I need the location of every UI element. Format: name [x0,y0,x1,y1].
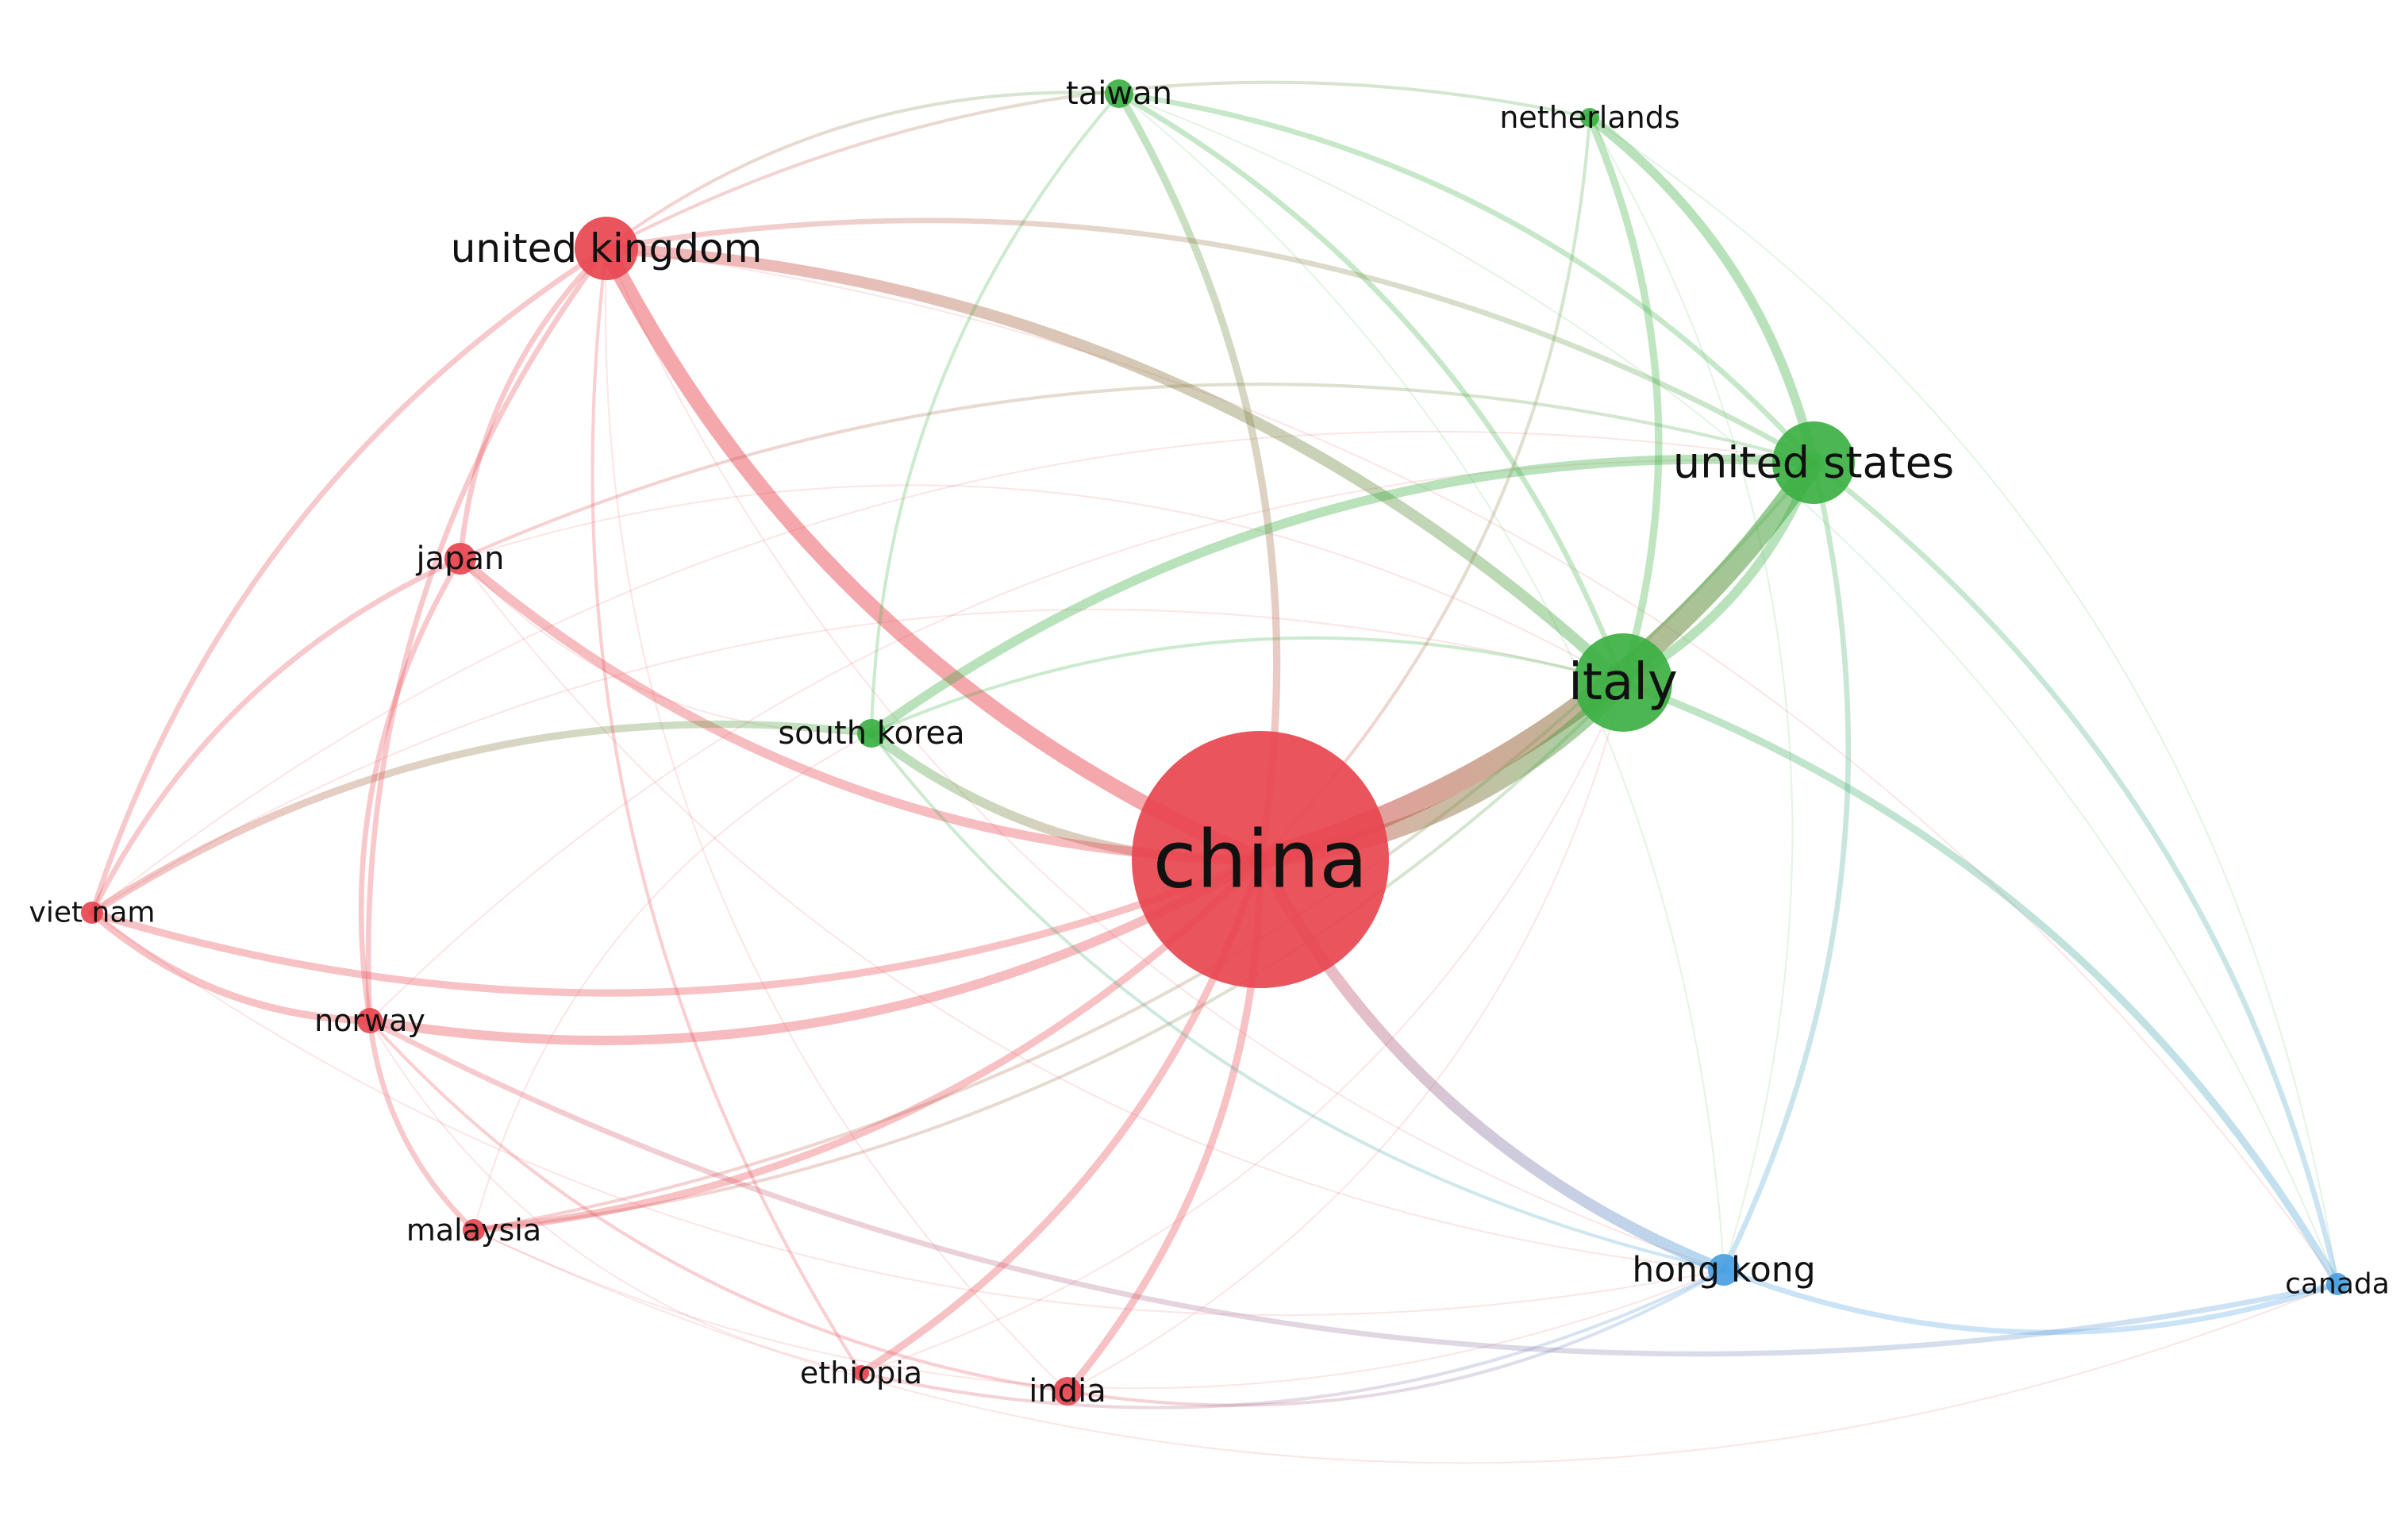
link-china-united-kingdom[interactable] [598,240,1268,867]
link-netherlands-italy[interactable] [1586,113,1663,687]
faint-link-united-kingdom-canada [606,248,2338,1285]
link-netherlands-united-states[interactable] [1585,113,1818,467]
faint-link-norway-united-states [369,460,1814,1021]
link-viet-nam-south-korea[interactable] [88,720,875,917]
node-hong-kong[interactable] [1708,1254,1740,1286]
label-south-korea[interactable]: south korea [778,715,964,752]
link-viet-nam-norway[interactable] [88,909,374,1025]
node-canada[interactable] [2326,1273,2348,1295]
link-viet-nam-united-kingdom[interactable] [89,245,610,916]
link-japan-united-kingdom[interactable] [457,245,610,562]
faint-link-japan-italy [460,484,1624,683]
link-norway-united-kingdom[interactable] [365,245,610,1024]
faint-link-malaysia-south-korea [473,733,872,1231]
faint-link-malaysia-hong-kong [473,1229,1725,1390]
label-canada[interactable]: canada [2285,1268,2390,1301]
faint-link-netherlands-canada [1589,117,2338,1285]
link-ethiopia-united-kingdom[interactable] [590,246,864,1375]
link-united-kingdom-united-states[interactable] [603,217,1817,466]
label-ethiopia[interactable]: ethiopia [800,1356,922,1390]
faint-link-viet-nam-hong-kong [91,912,1725,1317]
labels-layer: china united kingdom japan viet nam norway ma… [29,75,2390,1410]
link-taiwan-south-korea[interactable] [869,91,1121,736]
faint-link-india-united-kingdom [604,248,1068,1392]
faint-link-malaysia-canada [473,1229,2338,1464]
link-united-kingdom-netherlands[interactable] [604,80,1592,251]
link-india-hong-kong[interactable] [1065,1267,1726,1407]
link-malaysia-italy[interactable] [471,680,1625,1233]
node-japan[interactable] [444,543,476,575]
label-taiwan[interactable]: taiwan [1066,75,1172,112]
link-united-states-canada[interactable] [1810,460,2341,1287]
link-hong-kong-canada[interactable] [1721,1267,2341,1336]
link-norway-malaysia[interactable] [367,1017,477,1233]
faint-link-ethiopia-italy [860,682,1624,1374]
link-south-korea-italy[interactable] [869,636,1625,736]
link-china-viet-nam[interactable] [88,856,1264,997]
link-taiwan-united-states[interactable] [1116,90,1817,466]
link-norway-canada[interactable] [367,1017,2341,1357]
link-taiwan-italy[interactable] [1116,90,1626,686]
links-layer [88,80,2341,1464]
label-norway[interactable]: norway [314,1003,425,1038]
link-ethiopia-hong-kong[interactable] [859,1267,1726,1410]
node-united-kingdom[interactable] [575,217,638,280]
node-taiwan[interactable] [1105,79,1133,108]
faint-link-netherlands-hong-kong [1589,117,1794,1271]
label-china[interactable]: china [1153,813,1368,906]
label-japan[interactable]: japan [416,540,505,577]
label-hong-kong[interactable]: hong kong [1632,1250,1815,1290]
link-united-kingdom-italy[interactable] [600,242,1629,689]
link-china-japan[interactable] [456,554,1265,864]
node-china[interactable] [1132,731,1389,988]
node-netherlands[interactable] [1580,108,1599,127]
link-norway-japan[interactable] [358,556,464,1024]
label-india[interactable]: india [1029,1373,1106,1410]
node-italy[interactable] [1574,633,1672,732]
link-viet-nam-japan[interactable] [89,556,464,916]
node-india[interactable] [1053,1377,1082,1406]
label-viet-nam[interactable]: viet nam [29,897,156,929]
label-italy[interactable]: italy [1568,653,1678,712]
faint-link-taiwan-canada [1118,93,2338,1285]
link-italy-canada[interactable] [1619,679,2341,1288]
link-south-korea-hong-kong[interactable] [869,731,1726,1272]
node-viet-nam[interactable] [81,902,103,924]
node-malaysia[interactable] [463,1219,485,1241]
node-united-states[interactable] [1772,421,1855,504]
label-united-kingdom[interactable]: united kingdom [451,225,763,271]
label-united-states[interactable]: united states [1673,438,1954,488]
nodes-layer [81,79,2348,1406]
node-ethiopia[interactable] [853,1365,869,1381]
label-malaysia[interactable]: malaysia [406,1213,541,1248]
faint-link-india-italy [1067,682,1624,1392]
link-united-states-hong-kong[interactable] [1721,460,1852,1273]
link-india-norway[interactable] [367,1018,1070,1394]
node-south-korea[interactable] [857,719,886,748]
link-china-norway[interactable] [365,855,1265,1045]
node-norway[interactable] [357,1008,383,1033]
link-united-kingdom-taiwan[interactable] [604,90,1121,251]
faint-link-ethiopia-norway [369,1020,862,1374]
faint-link-viet-nam-italy [91,609,1624,913]
faint-link-united-kingdom-hong-kong [606,248,1725,1271]
link-japan-united-states[interactable] [458,383,1816,561]
label-netherlands[interactable]: netherlands [1499,100,1679,135]
